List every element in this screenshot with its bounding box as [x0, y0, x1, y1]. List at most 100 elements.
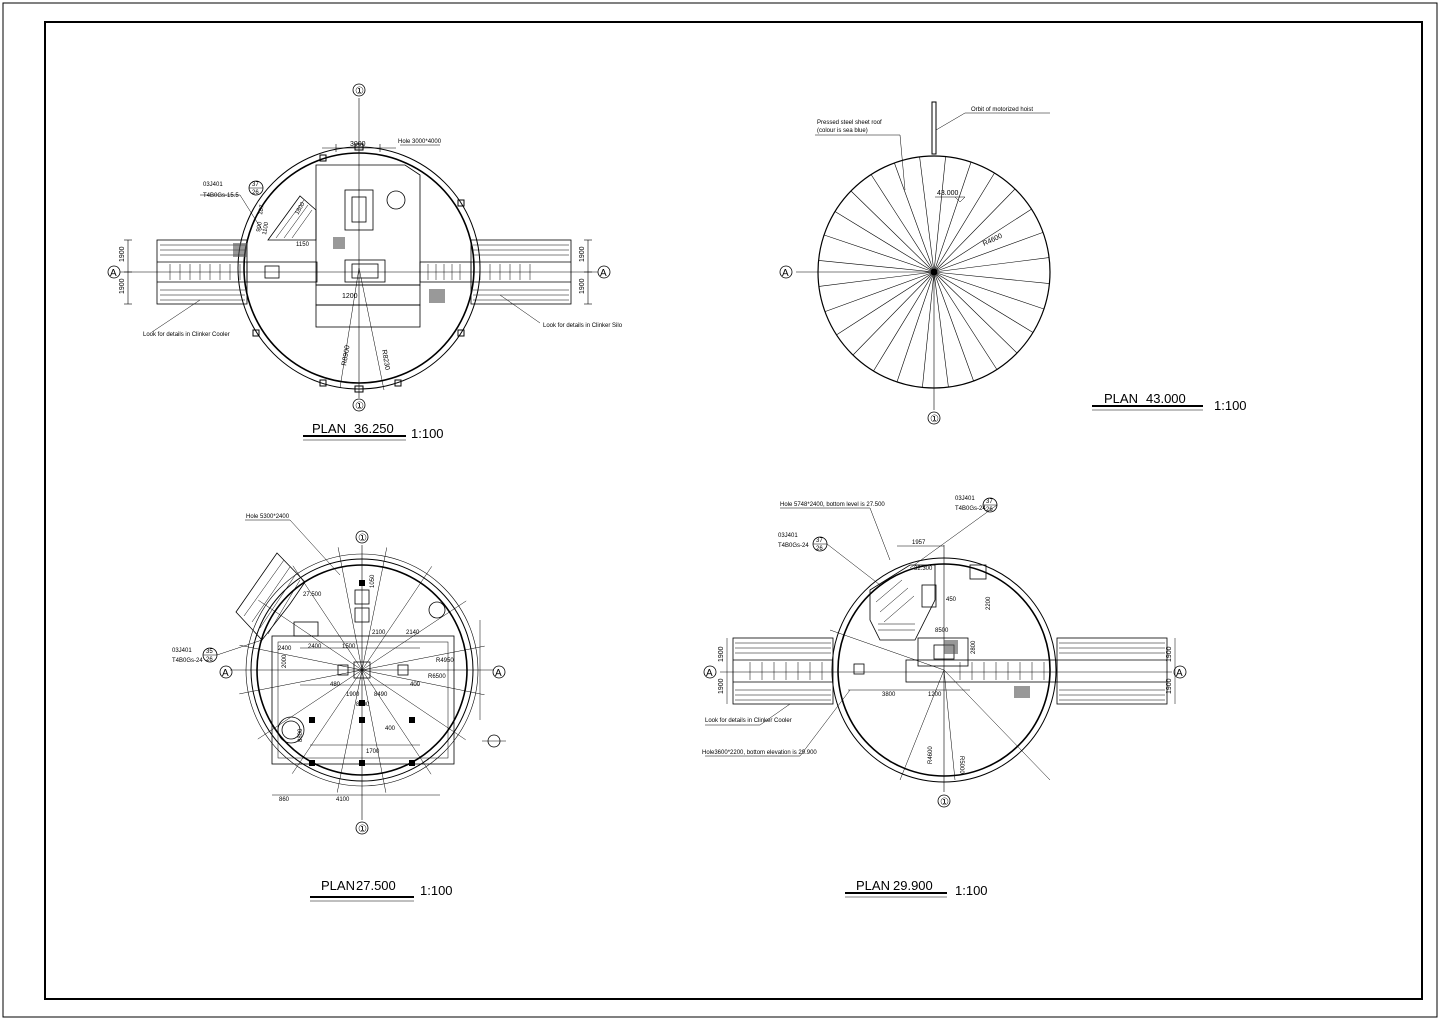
radial-line [933, 156, 946, 273]
grid-label-a-right: A [1176, 668, 1183, 679]
dim-label: R6500 [428, 674, 446, 680]
note-std: 03J401 [955, 496, 975, 502]
note-roof-colour: (colour is sea blue) [817, 128, 868, 134]
grid-label-a-right: A [600, 268, 607, 279]
radial-line [873, 271, 935, 372]
dim-label: 900 [256, 221, 264, 233]
grid-label-1-top: ① [355, 86, 364, 97]
radial-line [834, 211, 935, 273]
dim-label: 1900 [718, 678, 725, 694]
radial-line [933, 271, 1018, 354]
plan-title-elev: 43.000 [1146, 391, 1186, 406]
dim-label: 1957 [912, 540, 926, 546]
radial-line [933, 271, 949, 388]
dim-label: 8800 [298, 728, 304, 742]
radial-line [291, 669, 363, 774]
radial-line [933, 257, 1050, 273]
dim-label: 1900 [346, 692, 360, 698]
dim-label: R8900 [341, 345, 351, 367]
radial-line [933, 162, 972, 273]
dim-label: 4100 [336, 797, 350, 803]
plan-29900-text: ① A A 1957 32.300 450 2200 8500 2800 380… [702, 496, 1183, 898]
dim-label: 8100 [356, 702, 370, 708]
dim-label: 1500 [342, 644, 356, 650]
note-hole: Hole 5300*2400 [246, 514, 290, 520]
plan-43000 [779, 101, 1203, 425]
radial-line [361, 547, 388, 671]
elev-label: 32.300 [914, 566, 933, 572]
radial-line [361, 645, 485, 671]
dim-label: 2400 [278, 646, 292, 652]
elev-label: 43.000 [937, 190, 959, 197]
dim-label: 400 [410, 682, 421, 688]
radial-line [239, 644, 363, 671]
callout-top: 37 [986, 499, 993, 505]
note-cooler: Look for details in Clinker Cooler [143, 332, 230, 338]
radial-line [933, 271, 1034, 333]
callout-bottom: 26 [986, 507, 993, 513]
plan-29900 [703, 497, 1187, 898]
dim-label: 1800 [295, 201, 307, 216]
radial-line [361, 669, 466, 741]
plan-title-elev: 36.250 [354, 421, 394, 436]
radial-line [818, 271, 935, 287]
dim-label: 2100 [372, 630, 386, 636]
plan-title-elev: 29.900 [893, 878, 933, 893]
plan-43000-text: A ① Pressed steel sheet roof (colour is … [782, 107, 1247, 425]
dim-label: R4600 [982, 233, 1004, 248]
plan-title-name: PLAN [1104, 391, 1138, 406]
dim-label: 3000 [350, 141, 366, 148]
grid-label-a-left: A [222, 668, 229, 679]
plan-title-name: PLAN [856, 878, 890, 893]
radial-line [933, 188, 1016, 273]
note-cooler: Look for details in Clinker Cooler [705, 718, 792, 724]
radial-line [337, 547, 363, 671]
grid-label-1-top: ① [358, 533, 367, 544]
note-std-code: T4B0Gs-24 [955, 506, 986, 512]
dim-label: 1700 [366, 749, 380, 755]
dim-label: 2140 [406, 630, 420, 636]
dim-label: 187 [258, 204, 266, 216]
note-std-code: T4B0Gs-24 [778, 543, 809, 549]
radial-line [361, 669, 387, 793]
radial-line [824, 271, 935, 312]
radial-line [361, 669, 485, 696]
note-hoist: Orbit of motorized hoist [971, 107, 1033, 113]
plan-title-scale: 1:100 [1214, 398, 1247, 413]
dim-label: 3800 [882, 692, 896, 698]
dim-label: 450 [946, 597, 957, 603]
radial-line [933, 172, 995, 273]
dim-label: 860 [279, 797, 290, 803]
note-std: 03J401 [203, 182, 223, 188]
radial-line [933, 271, 974, 382]
roof-rays [818, 156, 1050, 388]
dim-label: 8500 [935, 628, 949, 634]
grid-label-1-bottom: ① [930, 414, 939, 425]
note-hole-bottom: Hole3600*2200, bottom elevation is 29.90… [702, 750, 817, 756]
note-std: 03J401 [778, 533, 798, 539]
dim-label: 1900 [119, 246, 126, 262]
radial-line [870, 174, 935, 273]
dim-label: 1900 [1166, 678, 1173, 694]
plan-title-name: PLAN [312, 421, 346, 436]
callout-top: 37 [816, 538, 823, 544]
note-silo: Look for details in Clinker Silo [543, 323, 623, 329]
radial-line [257, 669, 363, 740]
dim-label: 2200 [986, 596, 992, 610]
callout-bottom: 26 [252, 190, 259, 196]
radial-line [336, 669, 363, 793]
radial-line [361, 669, 432, 775]
grid-label-1-bottom: ① [355, 401, 364, 412]
dim-label: 480 [330, 682, 341, 688]
radial-line [239, 669, 363, 695]
dim-label: 1900 [718, 646, 725, 662]
dim-label: 1900 [1166, 646, 1173, 662]
dim-label: 2000 [282, 654, 288, 668]
dim-label: 2400 [308, 644, 322, 650]
radial-line [896, 271, 935, 382]
note-std: 03J401 [172, 648, 192, 654]
plan-title-scale: 1:100 [411, 426, 444, 441]
plan-title-elev: 27.500 [356, 878, 396, 893]
note-roof: Pressed steel sheet roof [817, 120, 882, 126]
